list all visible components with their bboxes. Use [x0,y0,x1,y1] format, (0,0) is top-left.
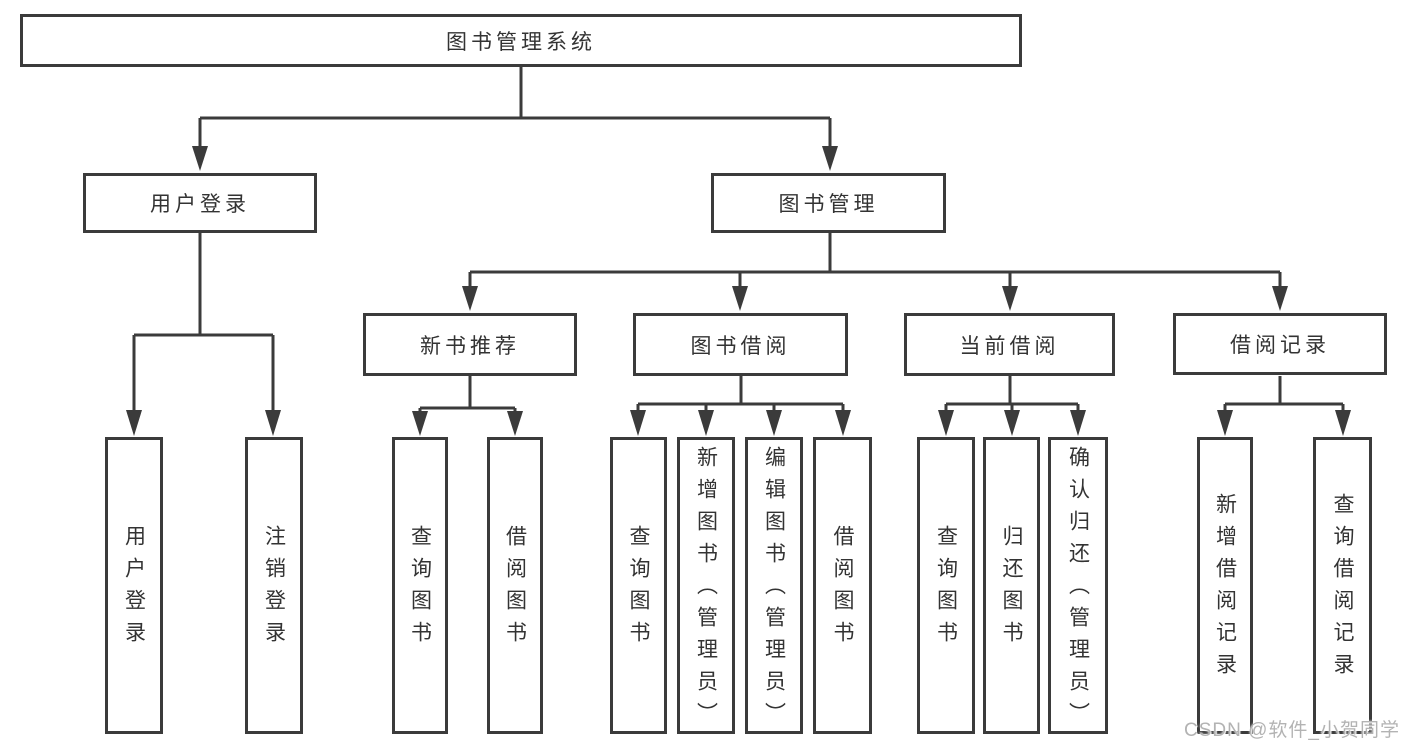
leaf-query-books-borrow: 查询图书 [610,437,667,734]
leaf-query-books-recommend: 查询图书 [392,437,448,734]
node-label: 新增图书（管理员） [694,446,718,734]
leaf-query-books-current: 查询图书 [917,437,975,734]
csdn-watermark: CSDN @软件_小贺同学 [1184,720,1400,741]
node-borrow-records: 借阅记录 [1173,313,1387,375]
leaf-user-login: 用户登录 [105,437,163,734]
node-current-borrow: 当前借阅 [904,313,1115,376]
node-label: 借阅图书 [503,524,527,653]
node-user-login: 用户登录 [83,173,317,233]
node-book-management: 图书管理 [711,173,946,233]
connector-new-book-recommend-to-leaves [412,376,523,436]
connector-book-management-to-level3 [462,233,1288,311]
node-label: 图书借阅 [690,334,791,358]
node-label: 确认归还（管理员） [1066,446,1090,734]
node-label: 用户登录 [150,193,250,216]
leaf-return-books: 归还图书 [983,437,1040,734]
node-library-management-system: 图书管理系统 [20,14,1022,67]
node-label: 当前借阅 [959,334,1060,358]
node-label: 借阅记录 [1230,334,1330,357]
leaf-confirm-return-admin: 确认归还（管理员） [1048,437,1108,734]
node-label: 编辑图书（管理员） [762,446,786,734]
connector-user-login-to-leaves [126,233,281,436]
leaf-borrow-books-recommend: 借阅图书 [487,437,543,734]
leaf-borrow-books: 借阅图书 [813,437,872,734]
node-label: 查询图书 [934,524,958,653]
node-label: 查询图书 [627,524,650,653]
node-book-borrow: 图书借阅 [633,313,848,376]
node-label: 查询图书 [408,524,432,653]
node-label: 新增借阅记录 [1213,492,1237,685]
leaf-logout: 注销登录 [245,437,303,734]
leaf-add-books-admin: 新增图书（管理员） [677,437,735,734]
connector-borrow-records-to-leaves [1217,376,1351,436]
node-new-book-recommend: 新书推荐 [363,313,577,376]
node-label: 借阅图书 [831,524,854,653]
node-label: 查询借阅记录 [1331,492,1354,685]
leaf-edit-books-admin: 编辑图书（管理员） [745,437,803,734]
node-label: 归还图书 [1000,524,1023,653]
leaf-query-borrow-record: 查询借阅记录 [1313,437,1372,734]
node-label: 用户登录 [122,524,146,653]
node-label: 图书管理系统 [446,30,596,54]
connector-book-borrow-to-leaves [630,376,851,436]
node-label: 图书管理 [778,193,879,216]
node-label: 新书推荐 [420,334,520,358]
connector-current-borrow-to-leaves [938,376,1086,436]
leaf-add-borrow-record: 新增借阅记录 [1197,437,1253,734]
connector-root-to-level2 [192,67,838,171]
node-label: 注销登录 [262,524,286,653]
